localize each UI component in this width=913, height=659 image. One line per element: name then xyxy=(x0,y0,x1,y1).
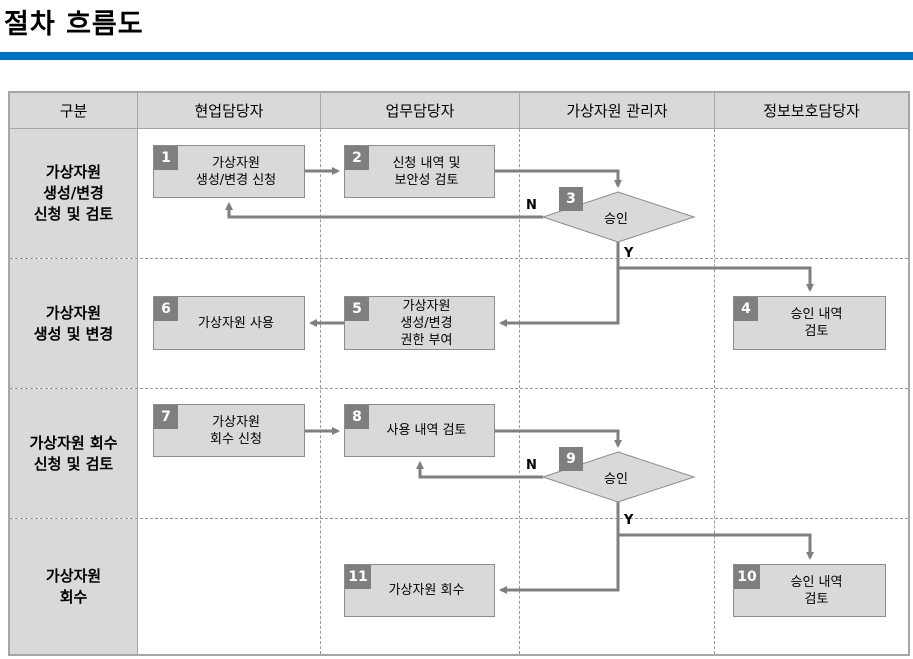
page-title: 절차 흐름도 xyxy=(4,9,144,40)
step-badge: 9 xyxy=(559,447,583,471)
arrow-9-no xyxy=(416,461,543,479)
yes-label: Y xyxy=(624,246,634,261)
step-badge: 3 xyxy=(559,187,583,211)
step-label: 가상자원 회수 xyxy=(388,583,465,598)
step-label: 가상자원 생성/변경 권한 부여 xyxy=(400,298,453,348)
header-field-staff: 현업담당자 xyxy=(138,93,320,128)
step-4-box: 4 승인 내역 검토 xyxy=(733,296,886,350)
arrow-8-to-9 xyxy=(495,429,622,448)
step-10-box: 10 승인 내역 검토 xyxy=(733,564,886,617)
arrow-2-to-3 xyxy=(495,169,622,188)
header-category: 구분 xyxy=(10,93,137,128)
arrow-3-no xyxy=(225,202,543,219)
step-badge: 11 xyxy=(345,565,371,589)
lane-divider xyxy=(714,129,715,654)
step-6-box: 6 가상자원 사용 xyxy=(153,296,305,350)
step-badge: 2 xyxy=(345,146,369,170)
lane-divider xyxy=(320,129,321,654)
no-label: N xyxy=(526,198,537,213)
step-label: 승인 내역 검토 xyxy=(790,307,843,339)
step-label: 가상자원 생성/변경 신청 xyxy=(195,155,277,188)
header-security-staff: 정보보호담당자 xyxy=(715,93,908,128)
row-divider xyxy=(10,388,908,389)
step-1-box: 1 가상자원 생성/변경 신청 xyxy=(153,145,305,198)
header-divider xyxy=(10,128,908,129)
step-7-box: 7 가상자원 회수 신청 xyxy=(153,404,305,457)
step-badge: 1 xyxy=(154,146,178,170)
step-badge: 10 xyxy=(734,565,760,589)
row-label-3: 가상자원 회수 신청 및 검토 xyxy=(10,389,137,518)
title-accent-bar xyxy=(0,52,913,60)
row-label-2: 가상자원 생성 및 변경 xyxy=(10,259,137,388)
row-label-4: 가상자원 회수 xyxy=(10,519,137,654)
arrow-3-yes-to-4 xyxy=(618,266,814,292)
step-5-box: 5 가상자원 생성/변경 권한 부여 xyxy=(344,296,495,350)
decision-label: 승인 xyxy=(604,472,628,487)
arrow-9-yes-to-11 xyxy=(499,502,620,594)
step-badge: 8 xyxy=(345,405,369,429)
lane-divider xyxy=(519,129,520,654)
no-label: N xyxy=(526,458,537,473)
step-8-box: 8 사용 내역 검토 xyxy=(344,404,495,457)
row-divider xyxy=(10,258,908,259)
step-label: 가상자원 사용 xyxy=(198,315,274,331)
arrow-9-yes-to-10 xyxy=(618,533,814,560)
header-vr-admin: 가상자원 관리자 xyxy=(520,93,714,128)
step-label: 사용 내역 검토 xyxy=(386,423,467,438)
row-divider xyxy=(10,518,908,519)
step-label: 가상자원 회수 신청 xyxy=(210,414,262,447)
header-col-divider xyxy=(519,93,520,128)
arrow-3-yes-to-5 xyxy=(499,242,620,327)
step-badge: 5 xyxy=(345,297,369,321)
category-column-divider xyxy=(137,93,138,654)
step-badge: 6 xyxy=(154,297,178,321)
row-label-1: 가상자원 생성/변경 신청 및 검토 xyxy=(10,129,137,258)
header-col-divider xyxy=(714,93,715,128)
yes-label: Y xyxy=(624,513,634,528)
step-label: 신청 내역 및 보안성 검토 xyxy=(392,155,461,188)
decision-label: 승인 xyxy=(604,212,628,227)
step-11-box: 11 가상자원 회수 xyxy=(344,564,495,617)
step-2-box: 2 신청 내역 및 보안성 검토 xyxy=(344,145,495,198)
step-label: 승인 내역 검토 xyxy=(790,574,843,607)
step-badge: 7 xyxy=(154,405,178,429)
header-business-staff: 업무담당자 xyxy=(321,93,519,128)
step-badge: 4 xyxy=(734,297,758,321)
header-col-divider xyxy=(320,93,321,128)
flow-table xyxy=(8,91,910,656)
